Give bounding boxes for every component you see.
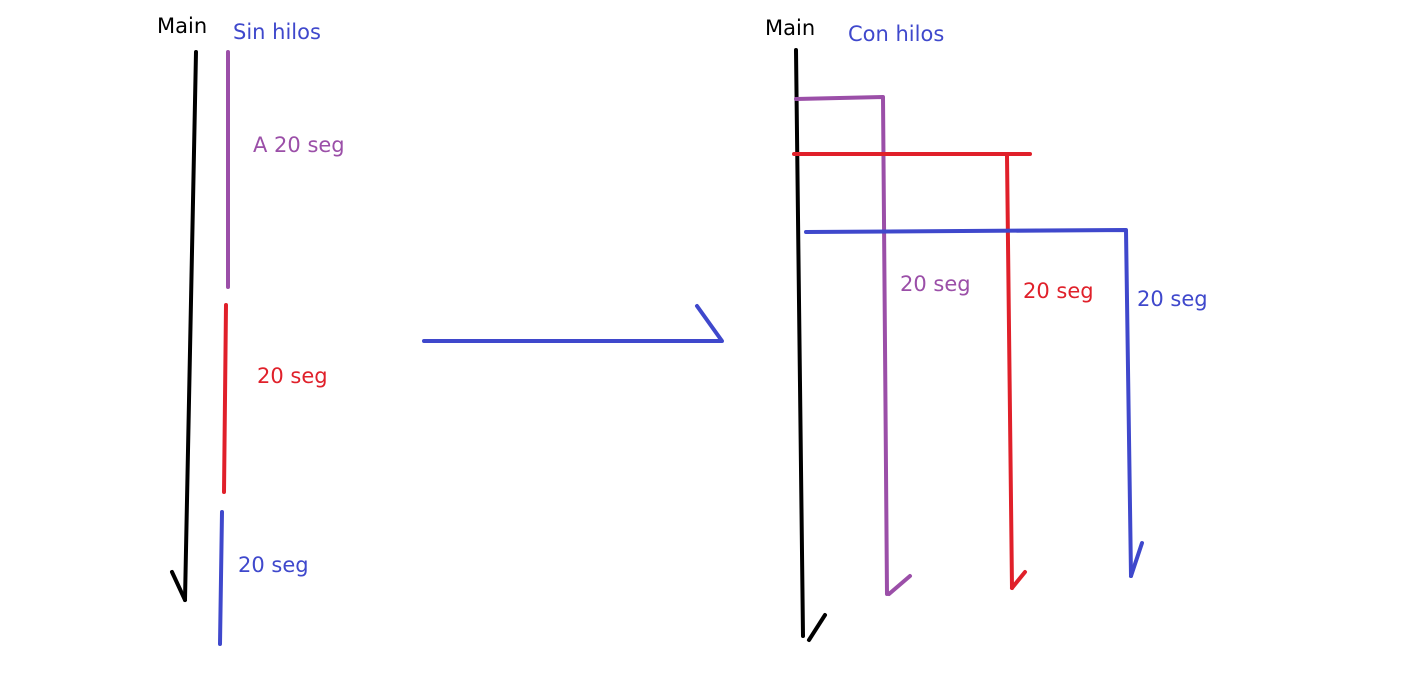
left-title: Sin hilos	[233, 20, 321, 44]
left-main-arrowhead	[170, 570, 187, 602]
right-main-line	[794, 48, 805, 638]
right-thread-c-line	[804, 228, 1133, 578]
right-thread-c-label: 20 seg	[1137, 287, 1208, 311]
left-task-c-label: 20 seg	[238, 553, 309, 577]
right-title: Con hilos	[848, 22, 945, 46]
right-main-arrowhead	[807, 613, 827, 642]
right-thread-c-arrowhead	[1129, 541, 1144, 578]
right-thread-a-label: 20 seg	[900, 272, 971, 296]
left-task-c-line	[218, 510, 224, 646]
right-thread-b-arrowhead	[1010, 570, 1027, 590]
transition-arrow	[422, 304, 724, 343]
left-task-b-label: 20 seg	[257, 364, 328, 388]
right-thread-b-label: 20 seg	[1023, 279, 1094, 303]
left-main-line	[183, 50, 198, 602]
right-thread-a-line	[794, 95, 889, 596]
right-thread-a-arrowhead	[887, 574, 912, 596]
left-main-label: Main	[157, 14, 208, 38]
left-task-a-label: A 20 seg	[253, 133, 345, 157]
left-task-b-line	[222, 303, 228, 494]
right-main-label: Main	[765, 16, 816, 40]
right-thread-b-drop	[1005, 154, 1014, 590]
